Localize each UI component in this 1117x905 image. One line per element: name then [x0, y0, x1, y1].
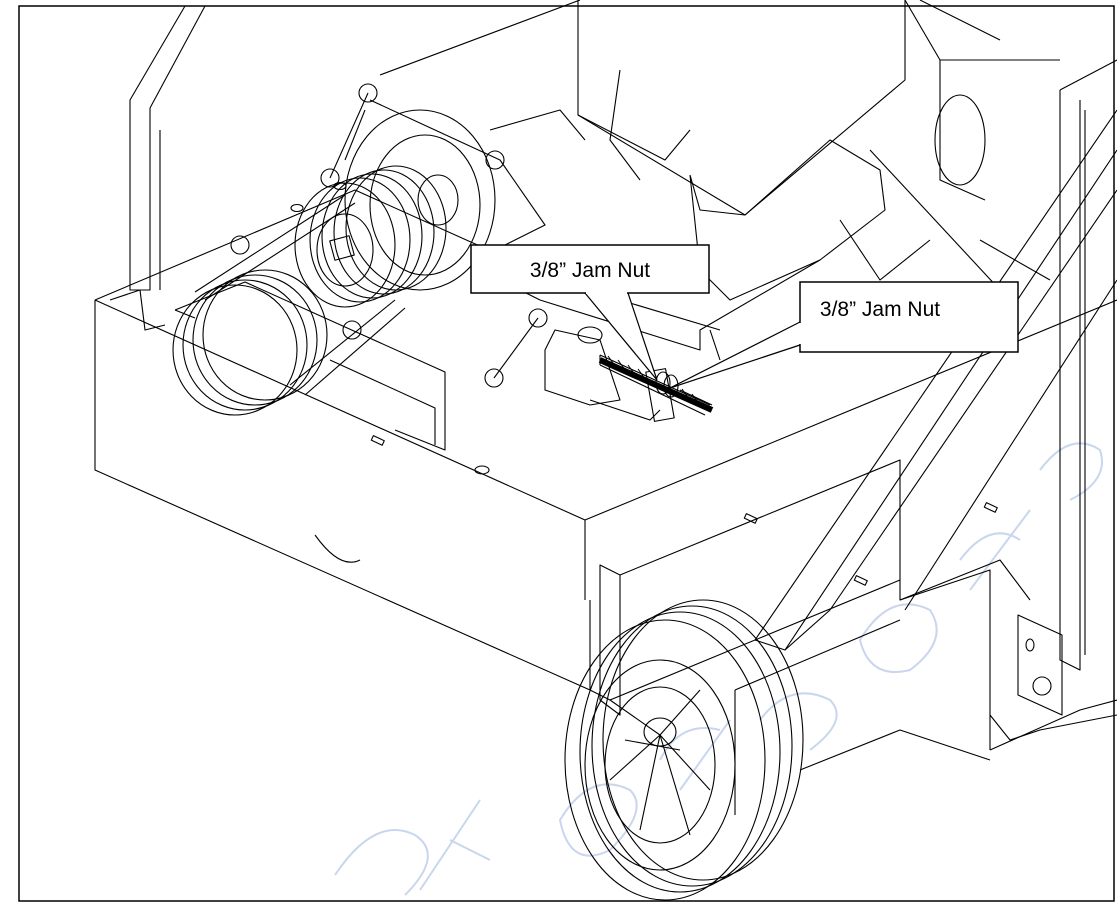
callout-label: 3/8” Jam Nut: [530, 259, 650, 282]
callout-label: 3/8” Jam Nut: [820, 298, 940, 321]
callout-jam-nut-left: 3/8” Jam Nut: [470, 244, 710, 381]
threaded-rod: [598, 355, 714, 413]
machine-outline: [94, 0, 1117, 901]
callout-box: [799, 281, 1019, 353]
watermark: [334, 442, 1103, 896]
callout-pointer: [584, 292, 658, 381]
callout-box: [470, 244, 710, 294]
drawing-frame: [18, 5, 1115, 902]
callout-jam-nut-right: 3/8” Jam Nut: [669, 281, 1019, 389]
callout-pointer: [669, 321, 801, 389]
